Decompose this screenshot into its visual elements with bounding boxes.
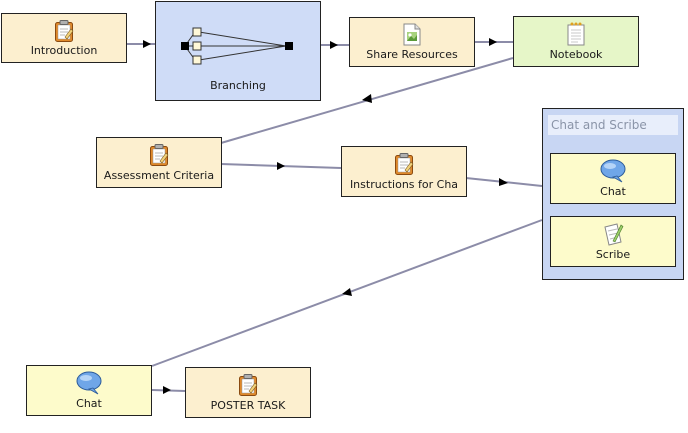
activity-label: Chat	[76, 397, 102, 410]
clipboard-icon	[150, 144, 169, 166]
speech-bubble-icon	[76, 371, 102, 395]
activity-assessment-criteria[interactable]: Assessment Criteria	[96, 137, 222, 188]
activity-label: POSTER TASK	[210, 399, 286, 412]
group-activity-scribe[interactable]: Scribe	[550, 216, 676, 267]
activity-label: Share Resources	[366, 48, 458, 61]
activity-label: Chat	[600, 185, 626, 198]
clipboard-icon	[55, 20, 74, 42]
activity-label: Assessment Criteria	[103, 169, 215, 182]
activity-chat[interactable]: Chat	[26, 365, 152, 416]
pencil-paper-icon	[604, 223, 624, 246]
activity-instructions[interactable]: Instructions for Cha	[341, 146, 467, 197]
activity-label: Scribe	[595, 248, 631, 261]
group-activity-chat[interactable]: Chat	[550, 153, 676, 204]
activity-label: Instructions for Cha	[349, 178, 459, 191]
arrowhead-7	[342, 288, 352, 296]
clipboard-icon	[395, 153, 414, 175]
activity-label: Notebook	[549, 48, 603, 61]
branching-icon	[181, 27, 293, 65]
activity-label: Introduction	[30, 44, 98, 57]
notebook-icon	[567, 22, 585, 46]
group-title: Chat and Scribe	[548, 115, 678, 135]
arrowhead-6	[499, 178, 508, 186]
arrowhead-5	[277, 162, 285, 170]
arrowhead-4	[362, 94, 372, 103]
clipboard-icon	[239, 374, 258, 396]
activity-introduction[interactable]: Introduction	[1, 13, 127, 63]
arrowhead-2	[330, 41, 338, 49]
speech-bubble-icon	[600, 159, 626, 183]
activity-label: Branching	[210, 79, 266, 92]
activity-share-resources[interactable]: Share Resources	[349, 17, 475, 67]
activity-notebook[interactable]: Notebook	[513, 16, 639, 67]
activity-poster-task[interactable]: POSTER TASK	[185, 367, 311, 418]
arrowhead-1	[143, 40, 151, 48]
activity-branching[interactable]: Branching	[155, 1, 321, 101]
image-file-icon	[403, 23, 421, 46]
group-chat-and-scribe[interactable]: Chat and Scribe Chat Scribe	[542, 108, 684, 280]
arrowhead-3	[489, 38, 497, 46]
arrowhead-8	[163, 386, 171, 394]
